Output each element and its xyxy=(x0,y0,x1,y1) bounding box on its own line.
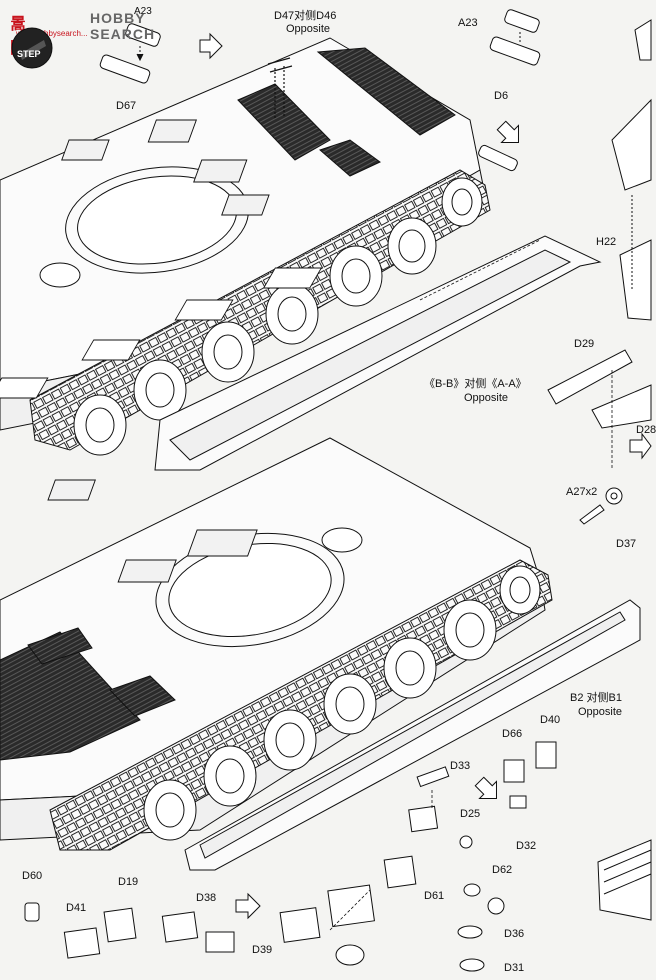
label-d47: D47对侧D46 xyxy=(274,10,337,22)
step-badge xyxy=(11,27,53,69)
label-d41: D41 xyxy=(66,902,87,914)
label-d31: D31 xyxy=(504,962,525,974)
step-label: STEP xyxy=(17,49,41,59)
label-d37: D37 xyxy=(616,538,637,550)
label-d60: D60 xyxy=(22,870,43,882)
label-a23-top: A23 xyxy=(134,6,152,17)
label-opposite-b2: Opposite xyxy=(578,706,623,718)
label-d33: D33 xyxy=(450,760,471,772)
label-d6: D6 xyxy=(494,90,509,102)
watermark-url: www.hobbysearch... xyxy=(16,29,88,38)
upper-hull-assembly xyxy=(0,37,602,471)
label-bb: 《B-B》对侧《A-A》 xyxy=(424,378,527,390)
label-a27x2: A27x2 xyxy=(566,486,598,498)
part-d47-rails xyxy=(267,57,293,120)
label-d67: D67 xyxy=(116,100,137,112)
label-opposite-top: Opposite xyxy=(286,23,331,35)
label-d28: D28 xyxy=(636,424,656,436)
small-parts-bottom xyxy=(24,741,557,972)
label-d25: D25 xyxy=(460,808,481,820)
label-d39: D39 xyxy=(252,944,273,956)
arrow-icon xyxy=(199,32,652,920)
label-d66: D66 xyxy=(502,728,523,740)
label-d32: D32 xyxy=(516,840,537,852)
label-a23-right: A23 xyxy=(458,17,478,29)
watermark-en: HOBBY SEARCH xyxy=(90,10,156,42)
label-d62: D62 xyxy=(492,864,513,876)
label-opposite-mid: Opposite xyxy=(464,392,509,404)
leader-lines xyxy=(329,239,613,931)
label-h22: H22 xyxy=(596,236,617,248)
part-h22-d29-right xyxy=(547,19,652,921)
label-d38: D38 xyxy=(196,892,217,904)
label-d36: D36 xyxy=(504,928,525,940)
label-d29: D29 xyxy=(574,338,595,350)
label-d40: D40 xyxy=(540,714,561,726)
label-d61: D61 xyxy=(424,890,445,902)
label-d19: D19 xyxy=(118,876,139,888)
label-b2: B2 对侧B1 xyxy=(570,692,622,704)
part-a23-d6-right xyxy=(478,9,541,172)
part-a23-d67-top xyxy=(99,23,161,84)
lower-hull-assembly xyxy=(0,437,641,871)
